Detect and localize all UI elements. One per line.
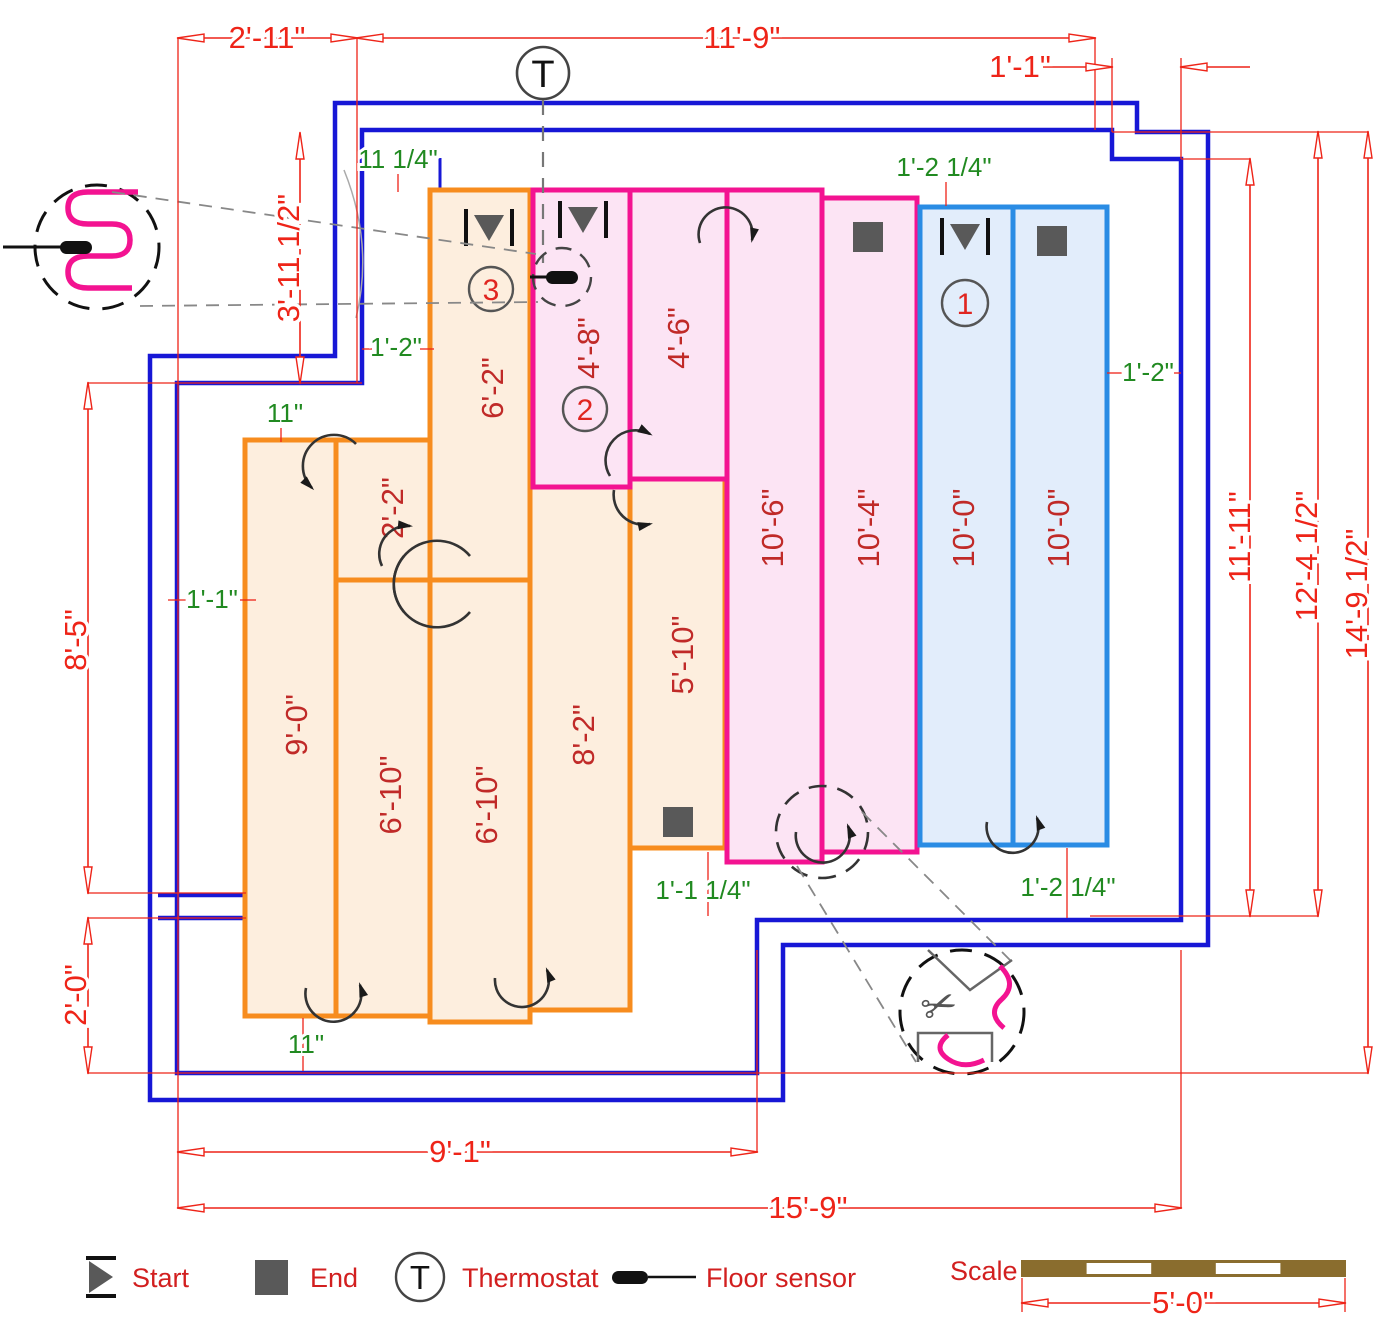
cut-cable bbox=[992, 964, 1012, 1030]
gdim-left-mat: 1'-1" bbox=[186, 584, 238, 614]
green-dimensions: 11 1/4" 1'-2 1/4" 1'-2" 1'-2" 11" 1'-1" … bbox=[168, 141, 1181, 1071]
thermostat-legend-icon bbox=[394, 1251, 446, 1303]
legend-end-label: End bbox=[310, 1263, 358, 1293]
zone-circle-1 bbox=[940, 278, 990, 328]
scissors-icon: ✂ bbox=[915, 978, 964, 1034]
gdim-right-wall: 1'-2" bbox=[1122, 357, 1174, 387]
dim-right-inner: 11'-11" bbox=[1222, 491, 1257, 583]
cut-mat-outline bbox=[927, 949, 1013, 992]
scale-label: Scale bbox=[950, 1256, 1018, 1286]
mat-label: 5'-10" bbox=[665, 616, 700, 695]
mat-label: 10'-0" bbox=[1041, 489, 1076, 568]
dim-bottom-inner: 9'-1" bbox=[429, 1134, 491, 1169]
mat-label: 10'-6" bbox=[755, 489, 790, 568]
dim-top-left: 2'-11" bbox=[229, 20, 306, 55]
pink-mats bbox=[530, 187, 920, 865]
dim-top-right: 1'-1" bbox=[989, 49, 1051, 84]
mat-10-0-b bbox=[1010, 204, 1110, 848]
scale-bar: Scale 5'-0" bbox=[950, 1256, 1347, 1324]
mat-10-4 bbox=[819, 195, 920, 855]
mat-9-0 bbox=[242, 437, 339, 1019]
mat-label: 4'-8" bbox=[571, 317, 606, 379]
end-legend-icon bbox=[255, 1260, 288, 1295]
leader-line bbox=[111, 191, 537, 255]
end-markers bbox=[663, 222, 1067, 837]
mat-10-0-a bbox=[917, 204, 1016, 848]
scale-dim-label: 5'-0" bbox=[1152, 1285, 1214, 1320]
mat-label: 8'-2" bbox=[566, 704, 601, 766]
mat-5-10 bbox=[627, 476, 728, 851]
cut-cable bbox=[937, 1033, 986, 1068]
dim-left-bottom: 2'-0" bbox=[58, 964, 93, 1026]
gdim-bottom-blue: 1'-2 1/4" bbox=[1020, 872, 1115, 902]
detail-circle-cut bbox=[898, 948, 1026, 1076]
zone-number-2: 2 bbox=[577, 394, 594, 427]
dim-right-outer: 14'-9 1/2" bbox=[1339, 529, 1374, 660]
mat-labels: 9'-0" 2'-2" 6'-10" 6'-2" 6'-10" 8'-2" 5'… bbox=[279, 307, 1076, 844]
legend-thermostat-label: Thermostat bbox=[462, 1263, 599, 1293]
zone-circle-2 bbox=[561, 385, 609, 433]
legend: Start End T Thermostat Floor sensor bbox=[86, 1251, 856, 1303]
gdim-left-wall: 1'-2" bbox=[370, 332, 422, 362]
gdim-bottom-offset: 11" bbox=[288, 1029, 324, 1059]
cut-mat-outline bbox=[916, 1031, 994, 1062]
mat-label: 10'-4" bbox=[851, 489, 886, 568]
dim-bottom-outer: 15'-9" bbox=[769, 1190, 848, 1225]
mat-10-6 bbox=[724, 187, 825, 865]
floor-sensor-legend-icon bbox=[612, 1271, 696, 1284]
zone-circle-3 bbox=[467, 265, 515, 313]
mat-label: 6'-2" bbox=[475, 357, 510, 419]
legend-start-label: Start bbox=[132, 1263, 190, 1293]
heating-cable-icon bbox=[65, 189, 138, 291]
mat-6-10-b bbox=[427, 577, 533, 1025]
start-marker-icon bbox=[558, 201, 608, 238]
door-swing-arc bbox=[343, 169, 364, 319]
zone-number-1: 1 bbox=[957, 288, 974, 321]
gdim-bottom-orange: 1'-1 1/4" bbox=[655, 875, 750, 905]
thermostat-legend-letter: T bbox=[410, 1259, 430, 1296]
cut-location-circle bbox=[774, 784, 870, 880]
gdim-top-orange: 11 1/4" bbox=[358, 144, 438, 174]
legend-floor-sensor-label: Floor sensor bbox=[706, 1263, 856, 1293]
mat-4-6 bbox=[627, 187, 730, 482]
mat-8-2 bbox=[527, 484, 633, 1013]
dim-left-mid: 8'-5" bbox=[58, 609, 93, 671]
gdim-left-top-offset: 11" bbox=[267, 398, 303, 428]
mat-label: 6'-10" bbox=[373, 756, 408, 835]
start-marker-icon bbox=[464, 209, 514, 246]
outer-wall bbox=[147, 100, 1211, 1103]
leader-line bbox=[861, 811, 1015, 965]
mat-label: 6'-10" bbox=[469, 766, 504, 845]
floor-sensor-symbol bbox=[530, 246, 593, 308]
start-marker-icon bbox=[940, 218, 990, 255]
dim-left-top: 3'-11 1/2" bbox=[271, 194, 306, 322]
blue-mats bbox=[917, 204, 1110, 848]
leader-line bbox=[796, 865, 917, 1063]
thermostat-symbol: T bbox=[515, 45, 571, 263]
red-dimensions: 2'-11" 11'-9" 1'-1" 3'-11 1/2" 8'-5" 2'-… bbox=[55, 17, 1378, 1229]
scale-bar-track bbox=[1022, 1261, 1345, 1276]
dim-right-mid: 12'-4 1/2" bbox=[1289, 491, 1324, 622]
mat-4-8 bbox=[530, 187, 633, 490]
mat-label: 10'-0" bbox=[946, 489, 981, 568]
cable-turn-arrows bbox=[300, 206, 1046, 1024]
zone-number-3: 3 bbox=[483, 274, 500, 307]
start-markers bbox=[464, 201, 990, 255]
leader-line bbox=[139, 301, 539, 307]
end-marker-icon bbox=[663, 807, 693, 837]
mat-label: 4'-6" bbox=[661, 307, 696, 369]
orange-mats bbox=[242, 187, 728, 1025]
dim-top-mid: 11'-9" bbox=[704, 20, 781, 55]
gdim-top-blue: 1'-2 1/4" bbox=[896, 152, 991, 182]
start-legend-icon bbox=[86, 1256, 116, 1298]
mat-label: 9'-0" bbox=[279, 694, 314, 756]
end-marker-icon bbox=[1037, 226, 1067, 256]
thermostat-letter: T bbox=[531, 54, 554, 96]
end-marker-icon bbox=[853, 222, 883, 252]
zone-callouts: 3 2 1 bbox=[467, 265, 990, 433]
cable-detail-callout bbox=[3, 183, 539, 311]
